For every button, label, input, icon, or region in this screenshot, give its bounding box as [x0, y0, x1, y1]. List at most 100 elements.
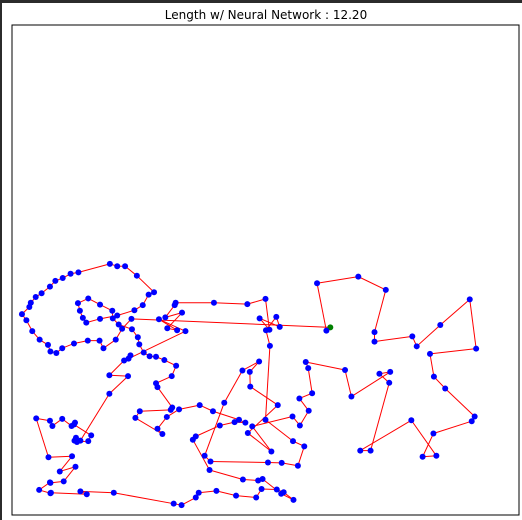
city-point [169, 404, 176, 411]
city-point [419, 453, 426, 460]
city-point [45, 454, 52, 461]
tour-edge [109, 374, 129, 377]
city-point [59, 275, 66, 282]
tour-edge [344, 369, 352, 397]
city-point [239, 476, 246, 483]
city-point [244, 430, 251, 437]
tour-edge [297, 446, 305, 466]
city-point [73, 439, 80, 446]
tour-edge [416, 324, 441, 347]
tour-edge [433, 420, 472, 435]
city-point [112, 336, 119, 343]
city-point [109, 307, 116, 314]
tour-edge [223, 370, 243, 403]
city-point [161, 357, 168, 364]
city-point [115, 321, 122, 328]
city-point [256, 358, 263, 365]
city-point [72, 463, 79, 470]
tour-edge [213, 302, 248, 305]
tour-edge [307, 368, 313, 394]
city-point [382, 286, 389, 293]
tour-edge [109, 360, 125, 376]
city-point [151, 289, 158, 296]
city-point [376, 370, 383, 377]
city-point [273, 313, 280, 320]
city-point [36, 486, 43, 493]
city-point [114, 263, 121, 270]
city-point [221, 399, 228, 406]
tour-edge [158, 318, 186, 332]
city-point [84, 337, 91, 344]
city-point [430, 430, 437, 437]
city-point [155, 316, 162, 323]
city-point [408, 417, 415, 424]
city-point [71, 340, 78, 347]
tour-edge [265, 345, 271, 420]
city-point [256, 315, 263, 322]
chart-title: Length w/ Neural Network : 12.20 [165, 8, 367, 22]
city-point [83, 491, 90, 498]
city-point [136, 408, 143, 415]
city-point [442, 385, 449, 392]
tour-edge [195, 425, 221, 437]
city-point [210, 299, 217, 306]
city-point [46, 283, 53, 290]
city-point [74, 300, 81, 307]
city-point [176, 406, 183, 413]
city-point [131, 307, 138, 314]
city-point [174, 327, 181, 334]
tour-edge [265, 419, 294, 442]
tour-edge [429, 353, 435, 377]
city-point [305, 407, 312, 414]
city-point [426, 350, 433, 357]
city-point [262, 295, 269, 302]
city-point [207, 458, 214, 465]
tour-edge [210, 460, 268, 463]
city-point [97, 315, 104, 322]
city-point [278, 459, 285, 466]
city-point [26, 303, 33, 310]
city-point [273, 486, 280, 493]
tour-edge [247, 298, 266, 305]
city-point [79, 314, 86, 321]
city-point [268, 448, 275, 455]
city-point [173, 362, 180, 369]
window-edge-top [0, 0, 522, 3]
city-point [249, 423, 256, 430]
city-point [121, 357, 128, 364]
city-point [262, 416, 269, 423]
city-point [294, 462, 301, 469]
city-point [266, 326, 273, 333]
city-point [29, 328, 36, 335]
city-point [127, 352, 134, 359]
tour-edge [247, 432, 272, 452]
city-point [253, 494, 260, 501]
tour-edge [48, 455, 73, 458]
city-point [433, 452, 440, 459]
city-point [302, 358, 309, 365]
city-point [122, 263, 129, 270]
city-point [60, 478, 67, 485]
city-point [258, 485, 265, 492]
city-point [44, 341, 51, 348]
city-point [59, 415, 66, 422]
city-point [305, 365, 312, 372]
tour-edge [178, 404, 200, 410]
tour-edge [422, 433, 434, 457]
city-point [163, 413, 170, 420]
tour-edge [73, 424, 92, 436]
city-point [387, 368, 394, 375]
city-point [276, 323, 283, 330]
city-point [110, 489, 117, 496]
city-point [85, 438, 92, 445]
city-point [182, 328, 189, 335]
city-point [255, 477, 262, 484]
tour-edge [204, 402, 225, 456]
city-point [77, 488, 84, 495]
city-point [231, 419, 238, 426]
tour-edge [139, 409, 171, 412]
city-point [106, 260, 113, 267]
city-point [216, 422, 223, 429]
tour-edge [78, 263, 110, 273]
city-point [289, 438, 296, 445]
